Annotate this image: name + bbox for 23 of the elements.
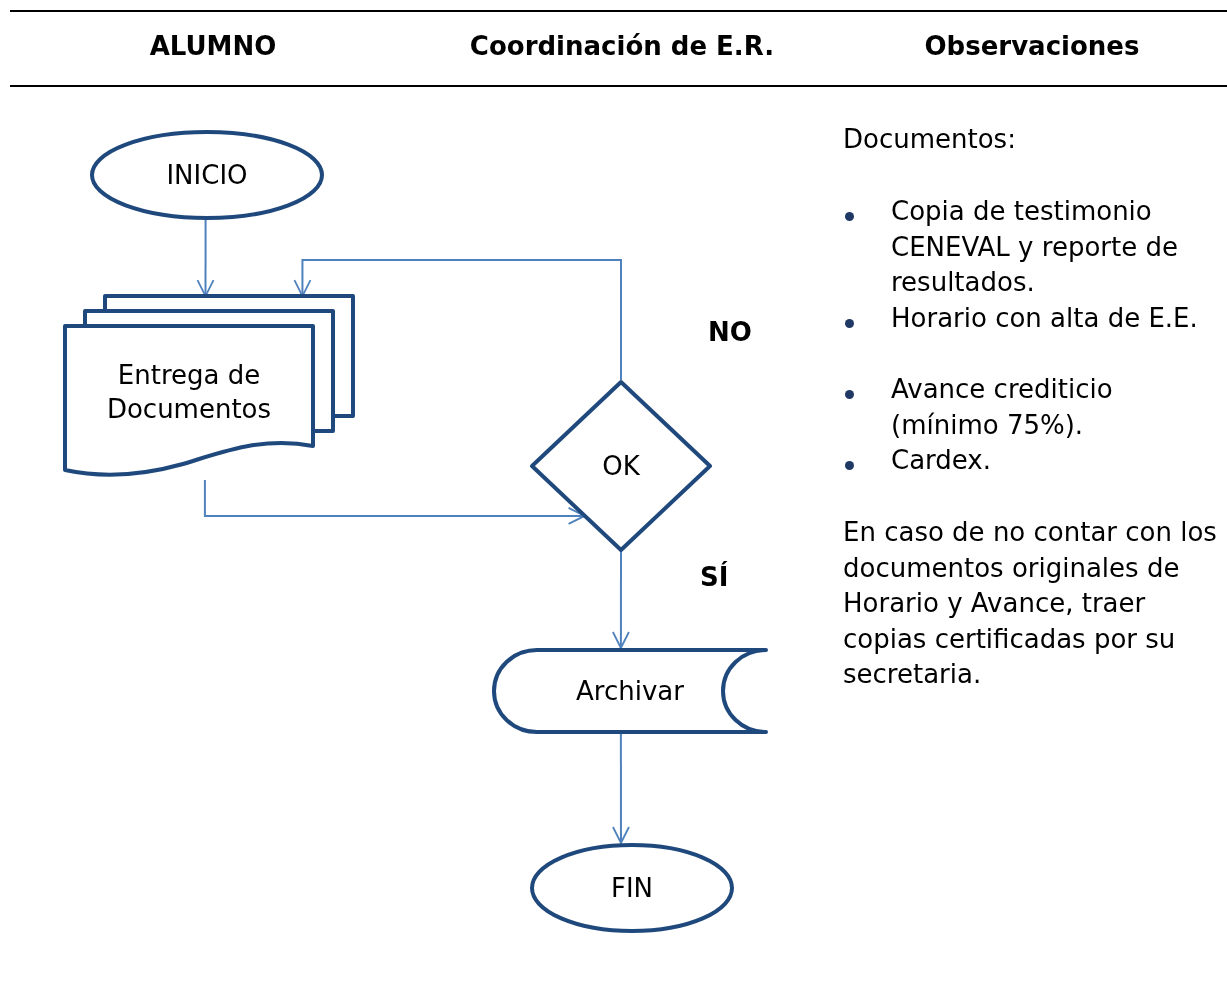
note-text: En caso de no contar con los documentos originales de Horario y Avance, traer copias certificadas por su secretaria.	[843, 516, 1218, 691]
column-header: Coordinación de E.R.	[468, 31, 776, 61]
observation-heading: Documentos:	[843, 123, 1016, 156]
list-item: Horario con alta de E.E.	[891, 302, 1199, 335]
node-label: OK	[602, 450, 640, 483]
node-label: Entrega de Documentos	[105, 359, 273, 426]
column-header: ALUMNO	[148, 31, 278, 61]
document-stack-shape	[63, 294, 355, 480]
terminator-oval	[90, 130, 324, 220]
list-item: Avance crediticio (mínimo 75%).	[891, 373, 1114, 442]
terminator-oval	[530, 843, 734, 933]
arrow	[203, 479, 586, 525]
list-item: Copia de testimonio CENEVAL y reporte de resultados.	[891, 195, 1179, 299]
column-header: Observaciones	[923, 31, 1141, 61]
node-label: FIN	[610, 872, 654, 905]
node-label: INICIO	[166, 159, 248, 192]
decision-diamond	[530, 380, 712, 552]
node-label: Archivar	[576, 675, 684, 708]
arrow	[612, 551, 630, 649]
arrow	[293, 259, 622, 381]
arrow	[612, 733, 630, 844]
stored-data-shape	[492, 648, 768, 734]
list-item: Cardex.	[891, 444, 992, 477]
